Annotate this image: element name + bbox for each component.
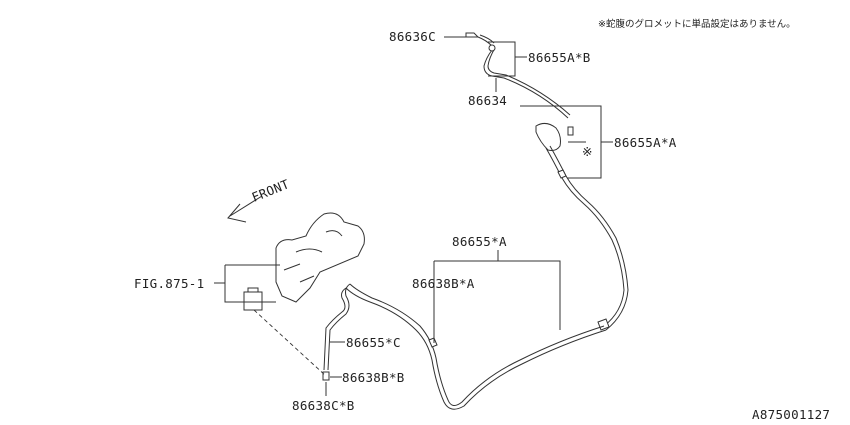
label-86655ab: 86655A*B xyxy=(528,50,591,65)
lower-hose[interactable] xyxy=(322,283,351,381)
label-86636c: 86636C xyxy=(389,29,436,44)
pump-part xyxy=(243,291,263,311)
bracket-86655a xyxy=(433,250,561,343)
grommet-part xyxy=(535,122,561,151)
label-86638ba: 86638B*A xyxy=(412,276,475,291)
arrow-icon xyxy=(227,195,263,223)
clip-part xyxy=(567,126,574,136)
washer-tank[interactable] xyxy=(243,212,365,311)
dashed-leader xyxy=(253,309,327,377)
connector-86638ba xyxy=(428,337,438,348)
hose-clip-1 xyxy=(557,169,567,179)
connector-86638bb xyxy=(322,371,330,381)
nozzle-cap-part xyxy=(465,32,480,38)
bracket-86655aa-r xyxy=(520,105,613,179)
label-fig875: FIG.875-1 xyxy=(134,276,204,291)
label-86655a: 86655*A xyxy=(452,234,507,249)
label-86655c: 86655*C xyxy=(346,335,401,350)
label-86655aa-r: 86655A*A xyxy=(614,135,677,150)
diagram-id: A875001127 xyxy=(752,407,830,422)
note-text: ※蛇腹のグロメットに単品設定はありません。 xyxy=(598,18,796,30)
main-hose[interactable] xyxy=(345,283,607,410)
ref-mark: ※ xyxy=(582,144,593,159)
tank-body xyxy=(275,212,365,303)
label-86634: 86634 xyxy=(468,93,507,108)
front-arrow: FRONT xyxy=(227,176,292,223)
label-86638cb: 86638C*B xyxy=(292,398,355,413)
bracket-fig875 xyxy=(214,264,280,303)
bracket-86655ab xyxy=(488,41,527,77)
label-86638bb: 86638B*B xyxy=(342,370,405,385)
upper-hose-segment xyxy=(477,34,495,47)
connector-joint xyxy=(488,44,496,52)
front-label: FRONT xyxy=(250,176,292,205)
